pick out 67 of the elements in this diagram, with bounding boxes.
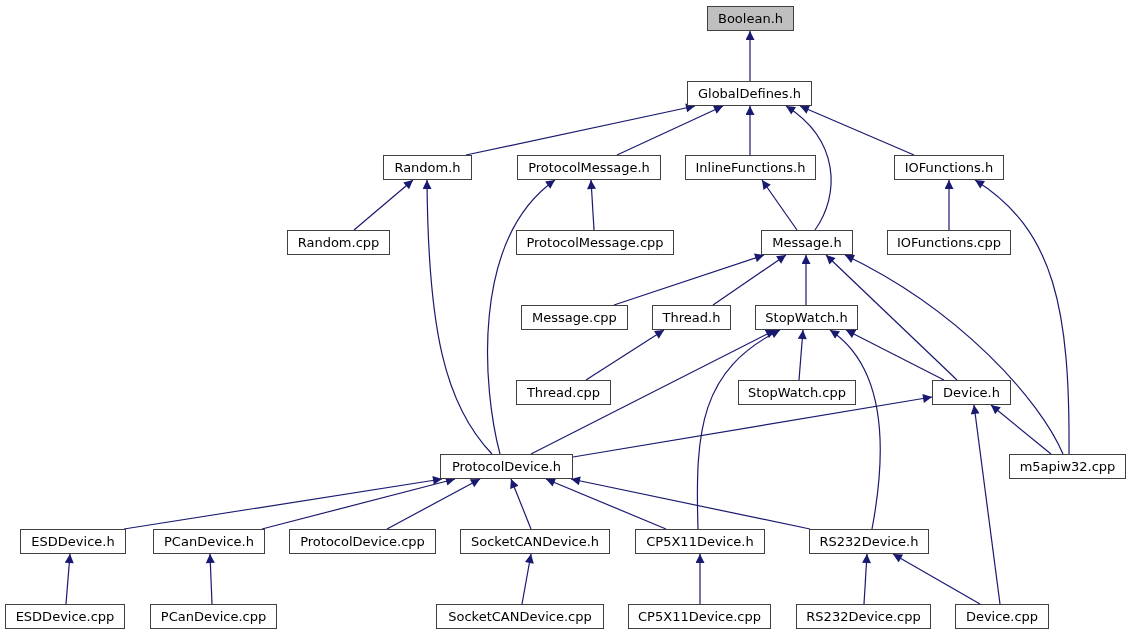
arrow: [613, 253, 765, 306]
arrow: [572, 394, 933, 458]
arrow: [745, 30, 755, 82]
arrow: [712, 254, 787, 306]
file-node: Thread.h: [652, 305, 731, 330]
file-node: IOFunctions.cpp: [887, 230, 1011, 255]
file-node: Device.h: [932, 380, 1011, 405]
arrow: [825, 254, 958, 381]
arrow: [990, 404, 1052, 455]
arrow: [487, 179, 556, 455]
file-node: StopWatch.h: [755, 305, 858, 330]
arrow: [944, 179, 954, 231]
arrow: [587, 179, 597, 231]
arrow: [616, 105, 724, 156]
arrow: [761, 179, 798, 231]
arrow: [801, 254, 811, 306]
file-node: IOFunctions.h: [894, 155, 1004, 180]
file-node: ProtocolMessage.cpp: [516, 230, 674, 255]
arrow: [64, 553, 74, 605]
arrow: [386, 478, 481, 530]
arrow: [829, 329, 881, 530]
file-node: Message.cpp: [521, 305, 628, 330]
file-node: CP5X11Device.cpp: [628, 604, 771, 629]
file-node: SocketCANDevice.h: [460, 529, 610, 554]
file-node: ProtocolDevice.cpp: [289, 529, 436, 554]
file-node: Device.cpp: [955, 604, 1049, 629]
file-node: RS232Device.h: [809, 529, 929, 554]
file-node: SocketCANDevice.cpp: [436, 604, 604, 629]
file-node: Message.h: [761, 230, 853, 255]
file-node: StopWatch.cpp: [738, 380, 856, 405]
arrow: [696, 329, 781, 530]
arrow: [521, 553, 534, 605]
arrow: [123, 475, 443, 530]
arrow: [974, 179, 1070, 455]
file-node: Boolean.h: [707, 6, 794, 31]
arrow: [892, 553, 981, 605]
arrow: [205, 553, 215, 605]
arrow: [745, 105, 755, 156]
file-node: m5apiw32.cpp: [1009, 454, 1126, 479]
file-node: Random.cpp: [287, 230, 390, 255]
arrow: [695, 553, 705, 605]
arrow: [799, 105, 915, 156]
file-node: Random.h: [383, 155, 472, 180]
file-node: ESDDevice.cpp: [5, 604, 125, 629]
file-node: ProtocolMessage.h: [517, 155, 661, 180]
arrow: [845, 329, 945, 381]
file-node: InlineFunctions.h: [685, 155, 816, 180]
file-node: RS232Device.cpp: [796, 604, 931, 629]
arrow: [585, 329, 665, 381]
arrow: [570, 476, 811, 530]
arrow: [844, 254, 1064, 455]
file-node: ProtocolDevice.h: [440, 454, 573, 479]
file-node: Thread.cpp: [516, 380, 611, 405]
arrow: [545, 478, 667, 530]
file-node: CP5X11Device.h: [635, 529, 765, 554]
file-node: PCanDevice.h: [153, 529, 265, 554]
arrow: [465, 103, 696, 156]
arrow: [422, 179, 493, 455]
arrow: [797, 329, 807, 381]
file-node: GlobalDefines.h: [687, 81, 812, 106]
arrow: [785, 105, 832, 231]
arrow: [861, 553, 871, 605]
arrow: [353, 179, 414, 231]
file-node: PCanDevice.cpp: [150, 604, 277, 629]
arrow: [970, 404, 1001, 605]
arrow: [510, 478, 532, 530]
file-node: ESDDevice.h: [20, 529, 126, 554]
